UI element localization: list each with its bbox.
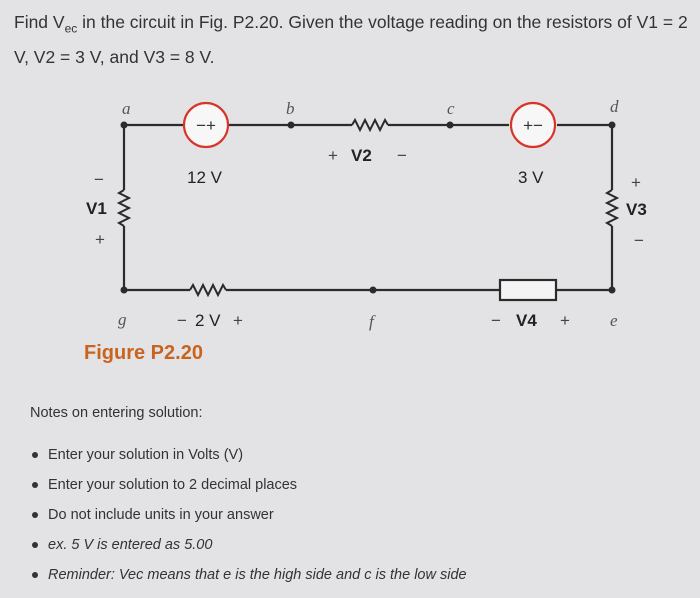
- bullet-icon: [32, 542, 38, 548]
- resistor-v1: [116, 189, 132, 227]
- node-dots: [120, 121, 616, 294]
- node-b-dot: [287, 121, 295, 129]
- v3-bottom-sign: −: [634, 231, 644, 250]
- notes-heading: Notes on entering solution:: [30, 405, 203, 421]
- bullet-icon: [32, 452, 38, 458]
- resistor-v2: [351, 117, 389, 133]
- source-12v-label: 12 V: [187, 168, 223, 187]
- note-text: Enter your solution to 2 decimal places: [48, 477, 298, 493]
- resistor-v4: [498, 278, 558, 302]
- list-item: Reminder: Vec means that e is the high s…: [26, 560, 467, 590]
- list-item: Enter your solution to 2 decimal places: [26, 470, 467, 500]
- v4-label: V4: [516, 311, 537, 330]
- v4-left-sign: −: [491, 311, 501, 330]
- question-prefix: Find V: [14, 12, 65, 32]
- figure-title: Figure P2.20: [84, 342, 203, 364]
- v1-bottom-sign: +: [95, 230, 105, 249]
- node-e-label: e: [610, 311, 618, 330]
- node-a-label: a: [122, 99, 131, 118]
- note-text: ex. 5 V is entered as 5.00: [48, 537, 213, 553]
- list-item: Enter your solution in Volts (V): [26, 440, 467, 470]
- v2-label: V2: [351, 146, 372, 165]
- bottom-resistor-right-sign: +: [233, 311, 243, 330]
- source-3v-polarity: +−: [523, 116, 543, 135]
- question-text: Find Vec in the circuit in Fig. P2.20. G…: [14, 8, 690, 71]
- note-text: Enter your solution in Volts (V): [48, 447, 244, 463]
- node-d-dot: [608, 121, 616, 129]
- node-c-dot: [446, 121, 454, 129]
- v2-right-sign: −: [397, 146, 407, 165]
- node-c-label: c: [447, 99, 455, 118]
- node-g-dot: [120, 286, 128, 294]
- bullet-icon: [32, 482, 38, 488]
- node-e-dot: [608, 286, 616, 294]
- notes-list: Enter your solution in Volts (V) Enter y…: [26, 440, 467, 590]
- bullet-icon: [32, 512, 38, 518]
- v4-right-sign: +: [560, 311, 570, 330]
- source-3v: +−: [509, 101, 557, 149]
- node-g-label: g: [118, 310, 127, 329]
- node-f-dot: [369, 286, 377, 294]
- source-12v: −+: [182, 101, 230, 149]
- question-subscript: ec: [64, 21, 78, 36]
- resistor-v3: [604, 189, 620, 227]
- source-12v-polarity: −+: [196, 116, 216, 135]
- bottom-resistor-left-sign: −: [177, 311, 187, 330]
- list-item: Do not include units in your answer: [26, 500, 467, 530]
- node-b-label: b: [286, 99, 295, 118]
- node-a-dot: [120, 121, 128, 129]
- note-text: Reminder: Vec means that e is the high s…: [48, 567, 467, 583]
- bottom-resistor-label: 2 V: [195, 311, 221, 330]
- question-suffix: in the circuit in Fig. P2.20. Given the …: [14, 12, 688, 67]
- v1-label: V1: [86, 199, 107, 218]
- list-item: ex. 5 V is entered as 5.00: [26, 530, 467, 560]
- v1-top-sign: −: [94, 170, 104, 189]
- v3-top-sign: +: [631, 173, 641, 192]
- note-text: Do not include units in your answer: [48, 507, 274, 523]
- v2-left-sign: +: [328, 146, 338, 165]
- resistor-bottom: [189, 282, 227, 298]
- bullet-icon: [32, 572, 38, 578]
- circuit-wires: [122, 123, 614, 292]
- node-d-label: d: [610, 97, 619, 116]
- v3-label: V3: [626, 200, 647, 219]
- source-3v-label: 3 V: [518, 168, 544, 187]
- node-f-label: f: [369, 312, 376, 331]
